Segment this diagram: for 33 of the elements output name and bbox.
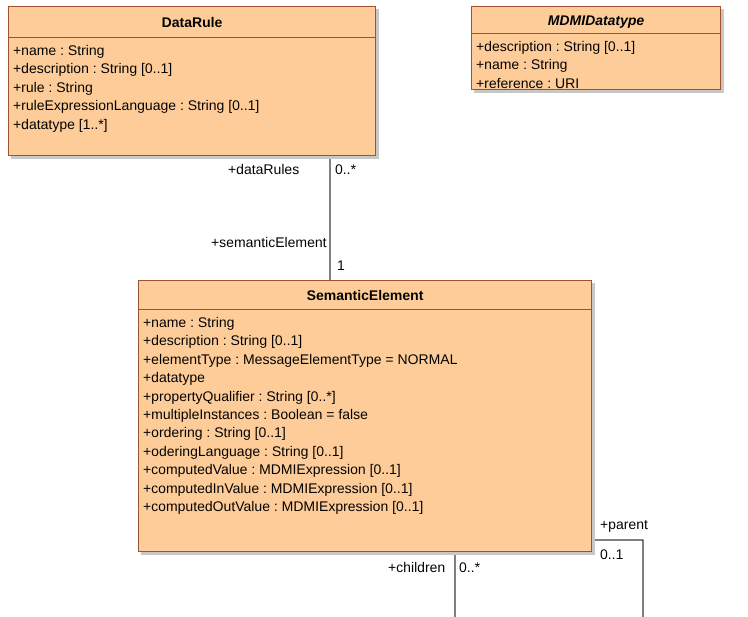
attribute-text: +ordering : String [0..1] <box>143 423 286 442</box>
multiplicity-label: 1 <box>337 257 345 273</box>
attribute-text: +computedOutValue : MDMIExpression [0..1] <box>143 497 424 516</box>
role-label: +dataRules <box>228 161 300 177</box>
multiplicity-label: 0..1 <box>600 546 624 562</box>
role-label: +semanticElement <box>211 234 327 250</box>
attribute-text: +description : String [0..1] <box>476 37 636 56</box>
attribute-text: +datatype [1..*] <box>13 114 108 134</box>
attribute-text: +name : String <box>13 41 104 60</box>
class-name: DataRule <box>162 14 222 30</box>
attribute-text: +datatype <box>143 368 205 387</box>
multiplicity-label: 0..* <box>335 161 356 177</box>
attribute-text: +propertyQualifier : String [0..*] <box>143 386 336 406</box>
attribute-text: +reference : URI <box>476 74 580 92</box>
class-name: SemanticElement <box>306 287 424 303</box>
role-label: +children <box>388 559 446 575</box>
attribute-text: +computedValue : MDMIExpression [0..1] <box>143 460 401 479</box>
attribute-text: +oderingLanguage : String [0..1] <box>143 442 344 460</box>
attribute-text: +elementType : MessageElementType = NORMAL <box>143 350 458 368</box>
attribute-text: +description : String [0..1] <box>13 59 172 78</box>
attribute-text: +description : String [0..1] <box>143 331 302 350</box>
class-box <box>471 6 721 90</box>
attribute-text: +multipleInstances : Boolean = false <box>143 405 368 424</box>
attribute-text: +computedInValue : MDMIExpression [0..1] <box>143 478 412 498</box>
attribute-text: +rule : String <box>13 78 93 96</box>
attribute-text: +ruleExpressionLanguage : String [0..1] <box>13 96 260 115</box>
role-label: +parent <box>600 516 648 532</box>
class-box <box>138 280 592 552</box>
class-name: MDMIDatatype <box>548 12 644 28</box>
class-box <box>8 6 376 156</box>
attribute-text: +name : String <box>143 313 234 332</box>
attribute-text: +name : String <box>476 55 568 74</box>
multiplicity-label: 0..* <box>459 559 480 575</box>
